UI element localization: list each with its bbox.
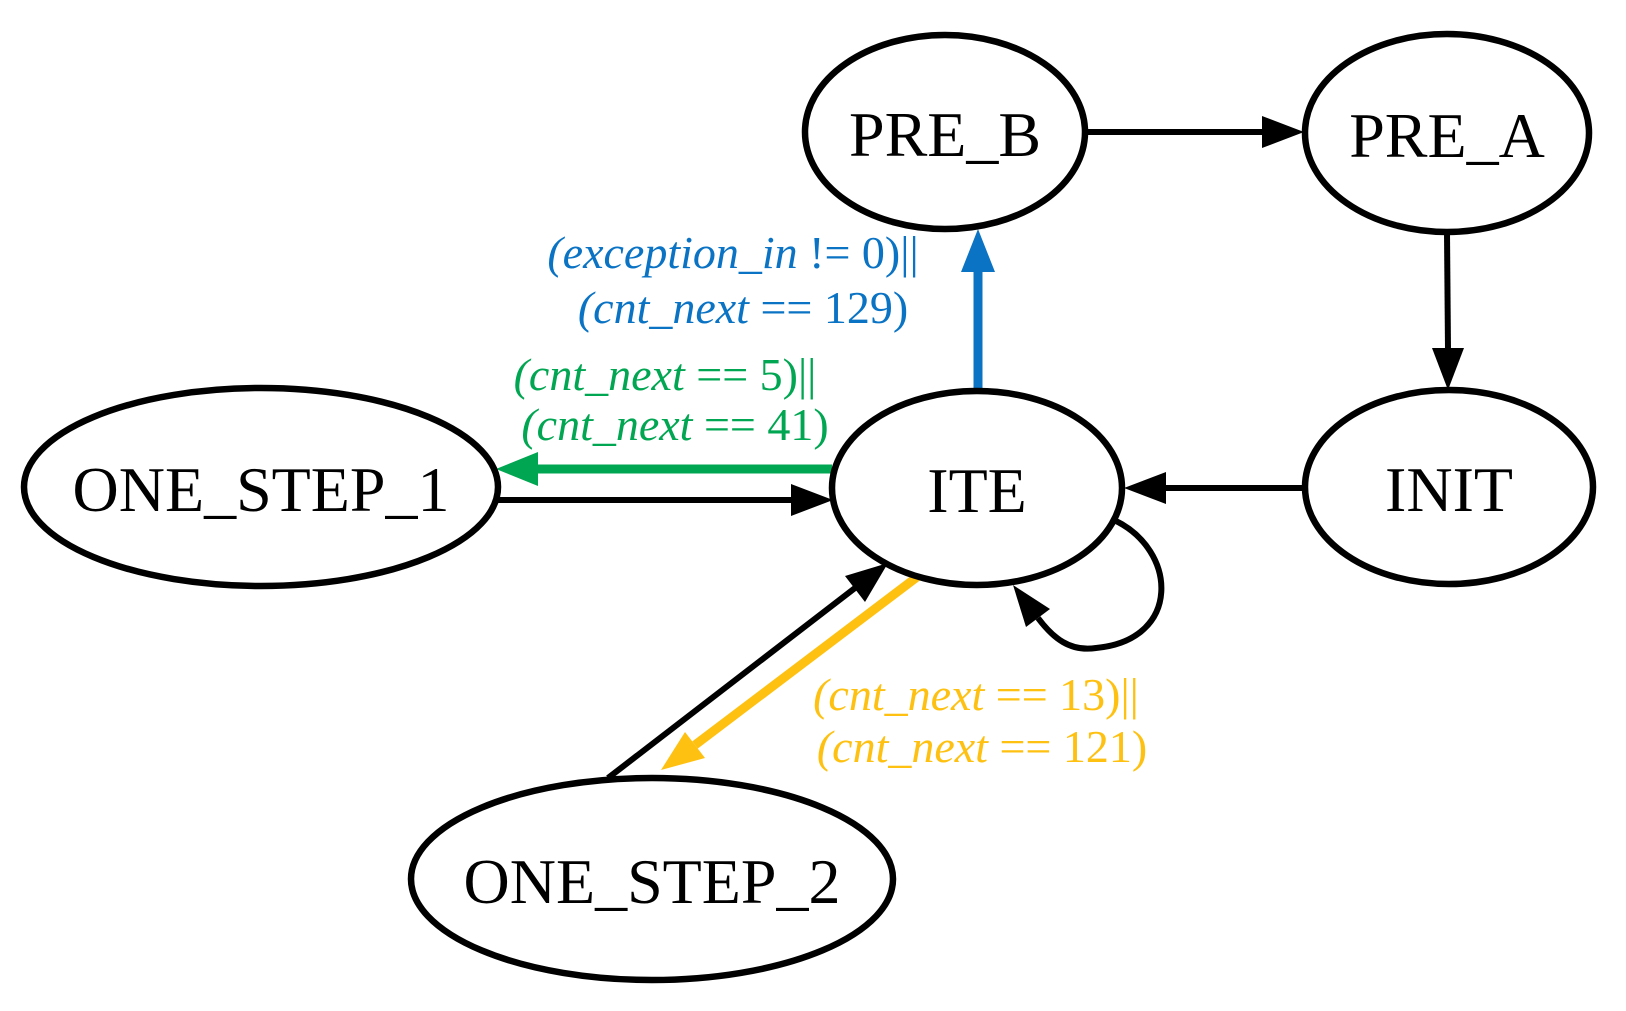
condition-comparison: == 41) xyxy=(692,399,828,450)
node-one-step-1-label: ONE_STEP_1 xyxy=(73,454,450,525)
condition-variable: (cnt_next xyxy=(521,399,693,450)
condition-comparison: == 121) xyxy=(988,721,1147,772)
node-ite: ITE xyxy=(828,387,1126,589)
edge-pre-b-to-pre-a-arrowhead xyxy=(1262,116,1304,148)
edge-ite-self-loop xyxy=(1013,517,1165,652)
condition-variable: (cnt_next xyxy=(817,721,989,772)
node-one-step-1-shape xyxy=(20,384,502,590)
edge-ite-to-one-step-2-condition-line2: (cnt_next == 121) xyxy=(817,721,1147,772)
edge-ite-to-one-step-2: (cnt_next == 13)|| (cnt_next == 121) xyxy=(661,573,1147,772)
condition-comparison: == 5)|| xyxy=(685,349,817,400)
condition-variable: (cnt_next xyxy=(514,349,686,400)
edge-init-to-ite-arrowhead xyxy=(1124,472,1166,504)
node-one-step-2-shape xyxy=(407,774,897,984)
edge-one-step-2-to-ite-line xyxy=(606,585,857,781)
node-pre-a-shape xyxy=(1301,30,1593,236)
edge-ite-to-one-step-1-arrowhead xyxy=(496,452,538,486)
node-one-step-1: ONE_STEP_1 xyxy=(20,384,502,590)
condition-comparison: == 13)|| xyxy=(984,669,1139,720)
edge-pre-a-to-init xyxy=(1432,232,1464,390)
edge-ite-to-one-step-1-condition-line2: (cnt_next == 41) xyxy=(521,399,828,450)
edge-ite-to-one-step-1: (cnt_next == 5)|| (cnt_next == 41) xyxy=(496,349,832,486)
node-init: INIT xyxy=(1301,386,1597,588)
node-pre-b-shape xyxy=(801,31,1089,233)
node-one-step-2: ONE_STEP_2 xyxy=(407,774,897,984)
edge-one-step-2-to-ite xyxy=(606,563,888,781)
edge-ite-to-one-step-2-arrowhead xyxy=(661,732,705,770)
edge-ite-self-loop-curve xyxy=(1035,517,1165,652)
edge-ite-self-loop-arrowhead xyxy=(1013,585,1050,627)
node-pre-b: PRE_B xyxy=(801,31,1089,233)
edge-ite-to-one-step-2-condition-line1: (cnt_next == 13)|| xyxy=(813,669,1139,720)
node-ite-shape xyxy=(828,387,1126,589)
node-init-shape xyxy=(1301,386,1597,588)
edge-pre-b-to-pre-a xyxy=(1086,116,1304,148)
condition-variable: (cnt_next xyxy=(813,669,985,720)
node-init-label: INIT xyxy=(1385,454,1513,525)
condition-variable: (exception_in xyxy=(547,227,797,278)
node-pre-b-label: PRE_B xyxy=(849,99,1041,170)
edge-pre-a-to-init-line xyxy=(1444,232,1451,351)
edge-ite-to-pre-b-condition-line1: (exception_in != 0)|| xyxy=(547,227,918,278)
node-ite-label: ITE xyxy=(927,455,1027,526)
condition-comparison: != 0)|| xyxy=(798,227,919,278)
edge-ite-to-one-step-2-line xyxy=(692,573,920,749)
edge-ite-to-pre-b-condition-line2: (cnt_next == 129) xyxy=(578,282,908,333)
condition-comparison: == 129) xyxy=(749,282,908,333)
node-pre-a-label: PRE_A xyxy=(1349,100,1545,171)
edge-one-step-2-to-ite-arrowhead xyxy=(845,563,888,602)
node-one-step-2-label: ONE_STEP_2 xyxy=(464,846,841,917)
edge-ite-to-pre-b-arrowhead xyxy=(961,229,995,272)
edge-init-to-ite xyxy=(1124,472,1305,504)
node-pre-a: PRE_A xyxy=(1301,30,1593,236)
condition-variable: (cnt_next xyxy=(578,282,750,333)
edge-ite-to-one-step-1-condition-line1: (cnt_next == 5)|| xyxy=(514,349,817,400)
edge-ite-to-pre-b: (exception_in != 0)|| (cnt_next == 129) xyxy=(547,227,995,391)
edge-one-step-1-to-ite xyxy=(497,484,833,516)
edge-one-step-1-to-ite-arrowhead xyxy=(791,484,833,516)
edge-pre-a-to-init-arrowhead xyxy=(1432,348,1464,390)
